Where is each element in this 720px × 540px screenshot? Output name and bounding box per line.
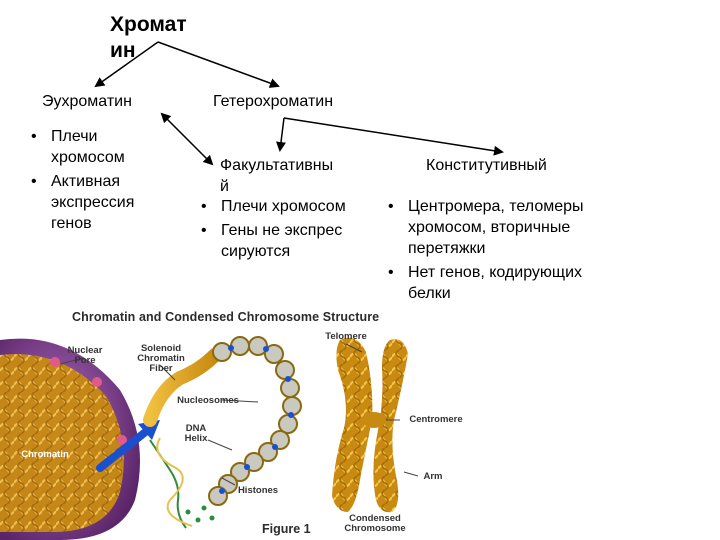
node-heterochromatin: Гетерохроматин bbox=[213, 93, 334, 110]
node-euchromatin: Эухроматин bbox=[42, 93, 132, 110]
hierarchy-arrows bbox=[94, 41, 504, 166]
arrow-to-facultative bbox=[276, 117, 286, 152]
euchromatin-bullets: Плечи хромосом Активная экспрессия генов bbox=[29, 126, 159, 237]
label-centromere: Centromere bbox=[409, 414, 463, 425]
chromatin-structure-illustration bbox=[0, 336, 419, 540]
facultative-bullets: Плечи хромосом Гены не экспрессируются bbox=[199, 196, 349, 265]
label-nuclear-pore: Nuclear Pore bbox=[67, 345, 103, 366]
label-nucleosomes: Nucleosomes bbox=[177, 395, 239, 406]
arrow-to-constitutive bbox=[283, 117, 504, 156]
label-dna-helix: DNA Helix bbox=[184, 423, 208, 444]
label-pointers bbox=[59, 343, 419, 486]
constitutive-bullets: Центромера, теломеры хромосом, вторичные… bbox=[386, 196, 606, 307]
dna-helix bbox=[149, 437, 193, 529]
list-item: Нет генов, кодирующих белки bbox=[386, 262, 606, 304]
label-chromatin: Chromatin bbox=[21, 449, 69, 460]
figure-caption: Figure 1 bbox=[262, 522, 311, 536]
diagram-title: Хроматин bbox=[110, 13, 187, 62]
label-arm: Arm bbox=[423, 471, 443, 482]
list-item: Плечи хромосом bbox=[29, 126, 159, 168]
label-condensed-chromosome: Condensed Chromosome bbox=[344, 513, 406, 534]
arrow-euchromatin-facultative bbox=[160, 112, 214, 166]
linker-dots bbox=[219, 345, 294, 494]
nucleus-shape bbox=[0, 338, 140, 540]
label-histones: Histones bbox=[237, 485, 279, 496]
nuclear-pore-dot bbox=[50, 357, 60, 367]
dna-dots bbox=[185, 505, 215, 523]
list-item: Гены не экспрессируются bbox=[199, 220, 349, 262]
node-facultative: Факультативный bbox=[220, 157, 334, 195]
condensed-chromosome bbox=[332, 337, 408, 513]
figure-title: Chromatin and Condensed Chromosome Struc… bbox=[72, 310, 380, 324]
list-item: Центромера, теломеры хромосом, вторичные… bbox=[386, 196, 606, 259]
node-constitutive: Конститутивный bbox=[426, 157, 547, 174]
arrow-to-euchromatin bbox=[94, 41, 159, 88]
nucleosome-chain bbox=[208, 336, 302, 506]
label-solenoid: Solenoid Chromatin Fiber bbox=[137, 343, 185, 374]
arrow-to-heterochromatin bbox=[157, 41, 280, 88]
solenoid-fiber bbox=[143, 348, 222, 427]
list-item: Активная экспрессия генов bbox=[29, 171, 159, 234]
list-item: Плечи хромосом bbox=[199, 196, 349, 217]
label-telomere: Telomere bbox=[325, 331, 367, 342]
